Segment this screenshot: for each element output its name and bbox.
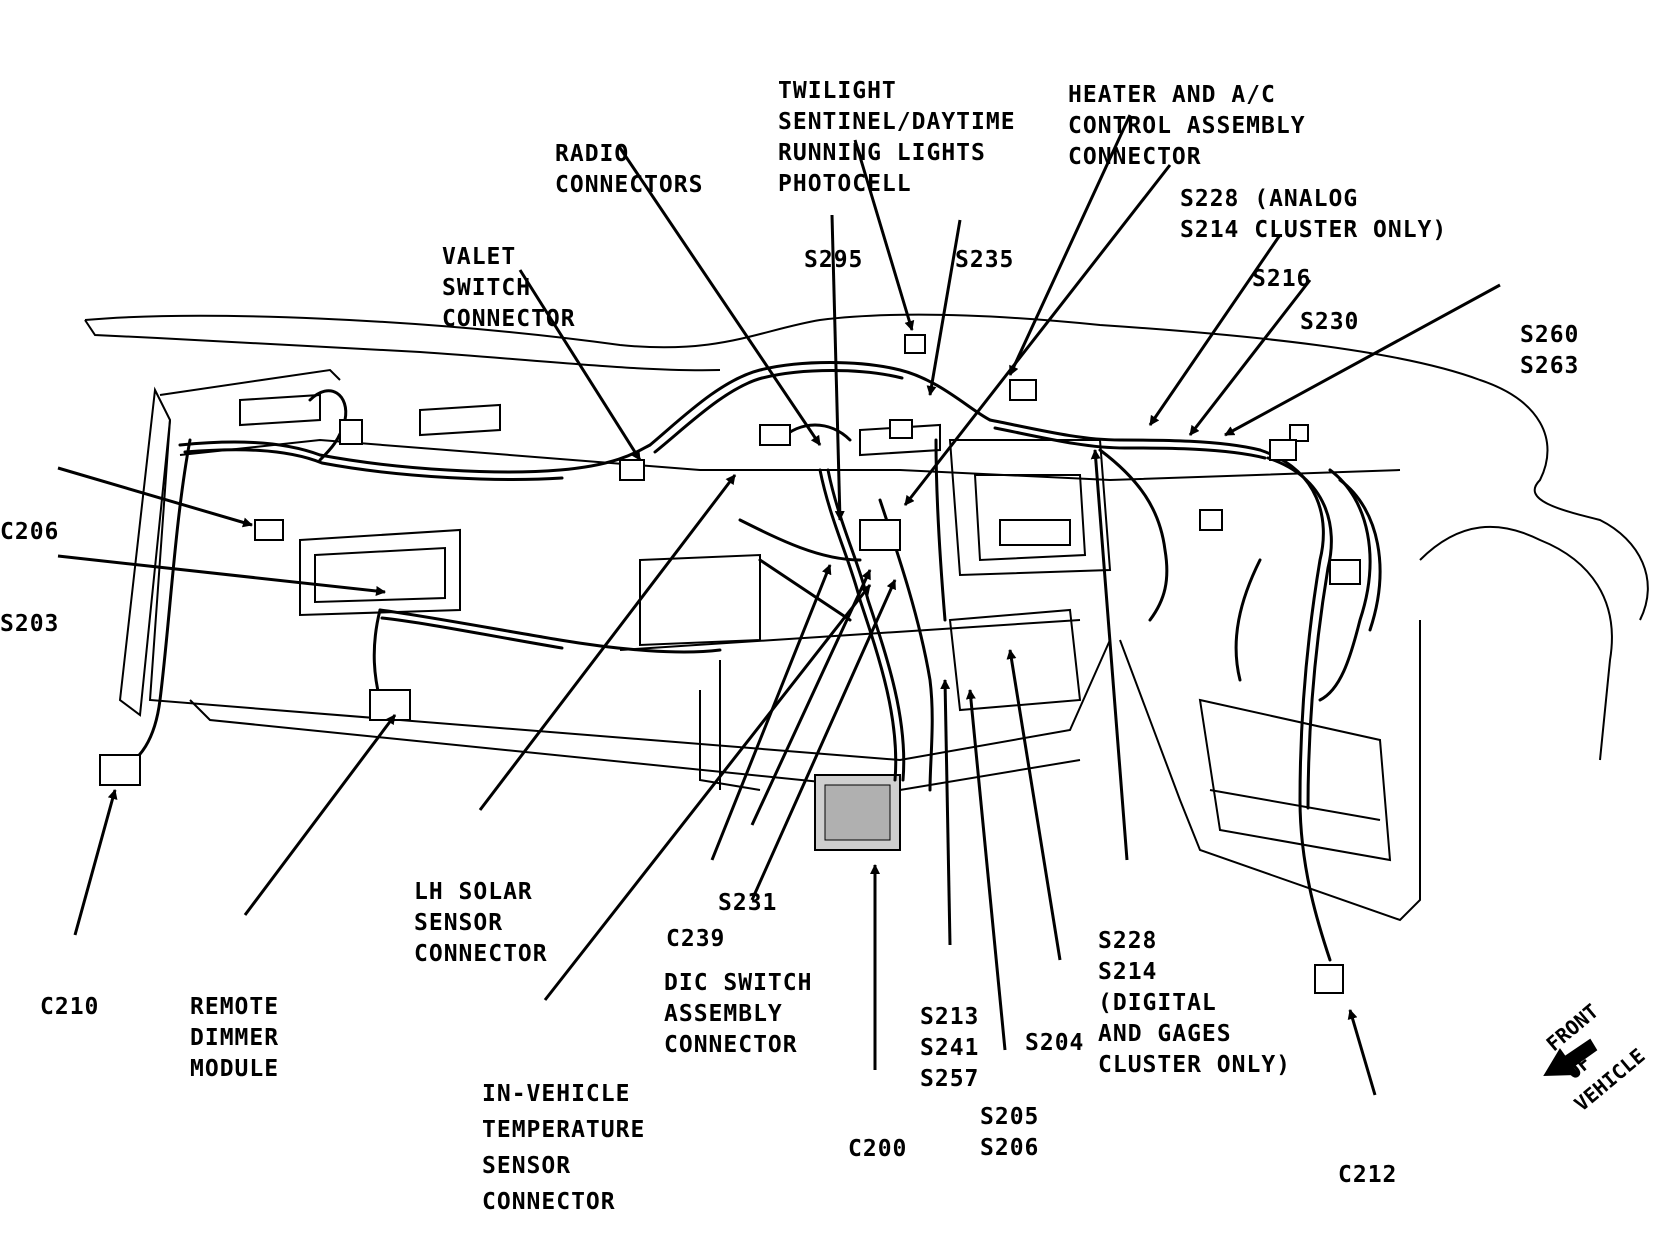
front-of-vehicle-arrow [1543,1038,1598,1077]
arrow-twilight [853,139,915,331]
arrow-s295 [830,214,845,521]
arrow-c212 [1347,1009,1377,1096]
label-c206: C206 [0,519,60,545]
label-s216: S216 [1252,266,1312,292]
label-c200: C200 [848,1136,908,1162]
arrow-s213 [940,679,952,946]
front-word: FRONT [1541,998,1604,1056]
arrow-c210 [73,789,118,936]
label-c210: C210 [40,994,100,1020]
arrow-dic [750,579,897,901]
label-c212: C212 [1338,1162,1398,1188]
label-s295: S295 [804,247,864,273]
arrow-lh-solar [478,474,737,811]
label-s235: S235 [955,247,1015,273]
arrow-s203 [57,554,386,596]
arrow-valet [518,269,642,461]
arrow-heater [1008,114,1132,376]
label-c239: C239 [666,926,726,952]
small-connectors [99,334,1361,994]
arrow-s260 [1224,283,1501,437]
label-s230: S230 [1300,309,1360,335]
instrument-panel-wiring-diagram [57,114,1649,1096]
arrow-s235 [926,219,962,396]
leader-arrows [57,114,1501,1096]
label-s204: S204 [1025,1030,1085,1056]
arrow-s204 [1006,649,1062,961]
arrow-s216 [1148,234,1282,426]
arrow-s228-analog [903,164,1172,506]
label-s203: S203 [0,611,60,637]
arrow-in-vehicle [543,584,872,1001]
arrow-s205 [965,689,1007,1051]
arrow-s230 [1188,279,1312,436]
arrow-s228-digital [1090,449,1129,861]
arrow-c206 [57,466,253,528]
c200-connector-block [814,774,901,851]
arrow-remote [243,714,397,916]
label-s231: S231 [718,890,778,916]
front-of-vehicle-label: FRONT OF VEHICLE [1535,980,1674,1116]
arrow-radio [616,144,822,446]
